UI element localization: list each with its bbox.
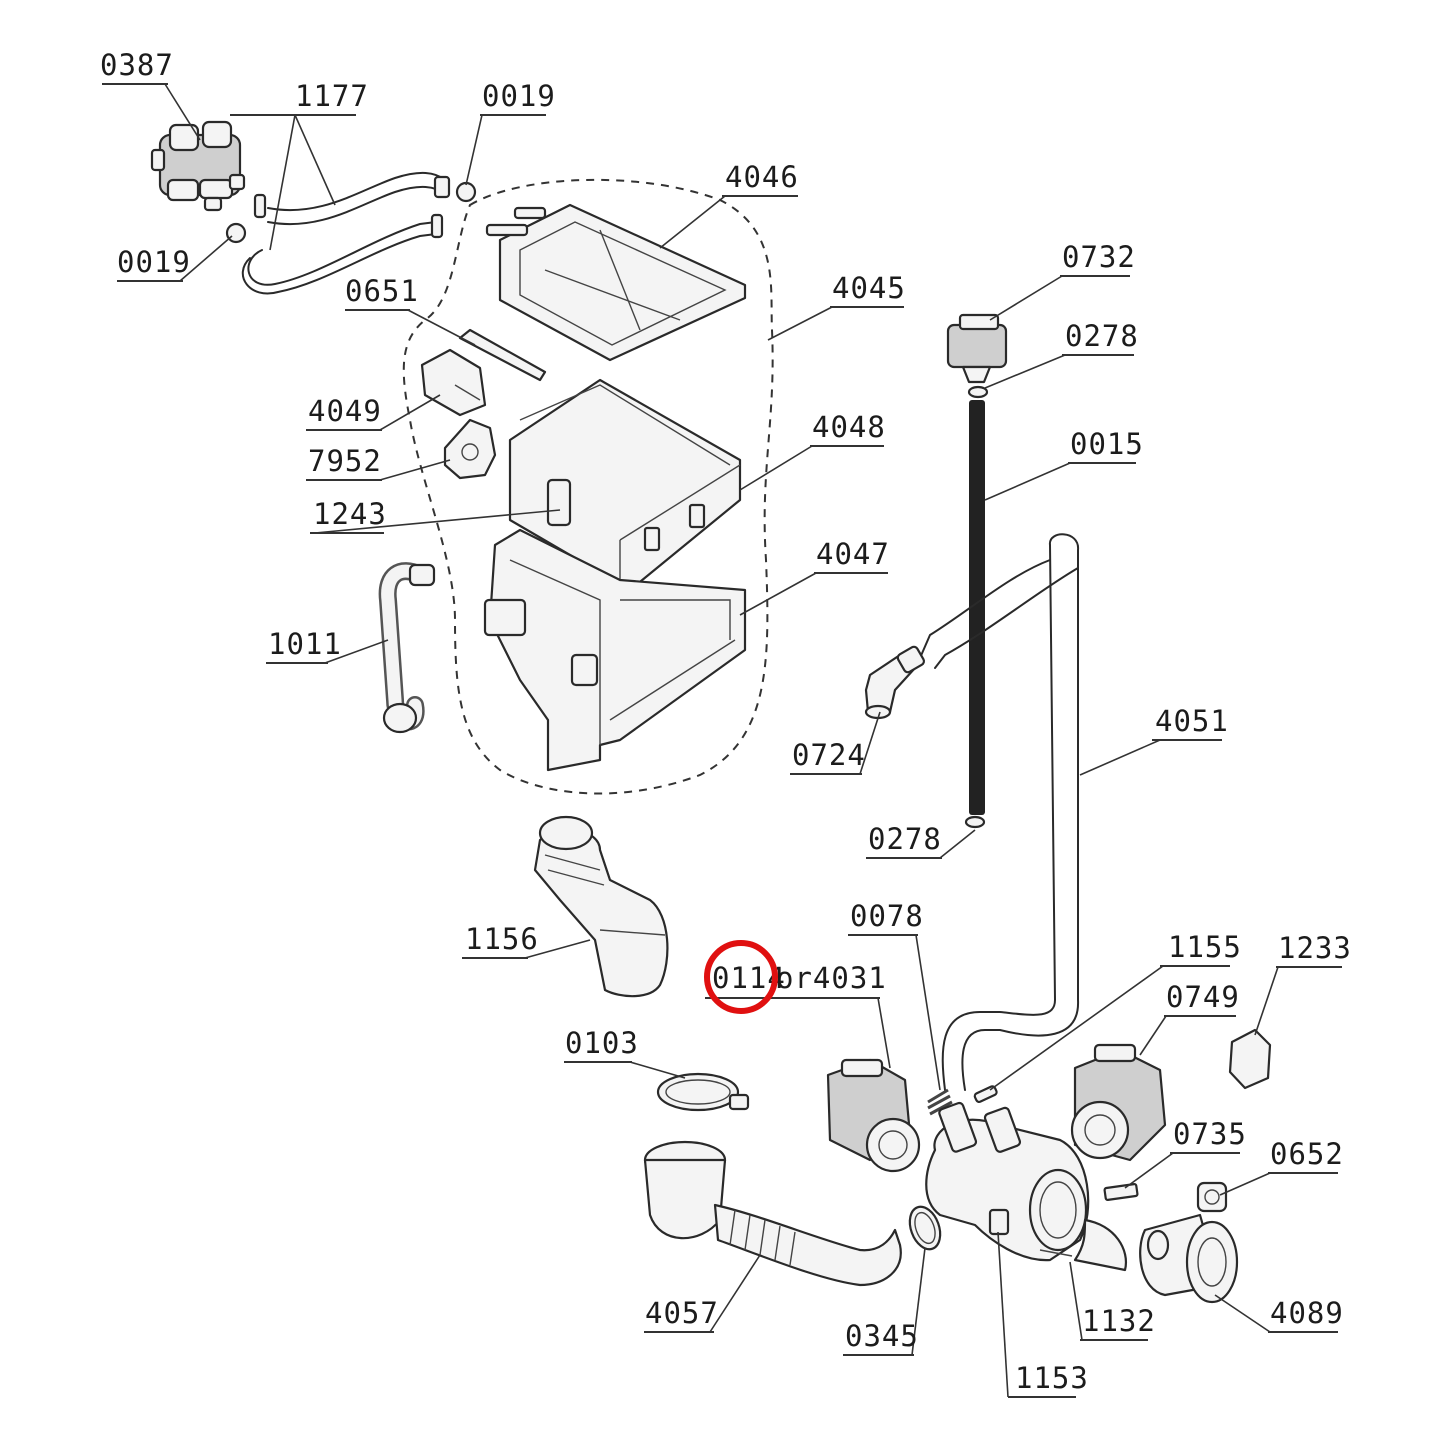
part-0103-hose-clamp <box>656 1072 750 1112</box>
part-4045-dispenser-assembly-outline <box>402 178 774 795</box>
label-4089: 4089 <box>1268 1296 1344 1333</box>
svg-text:0652: 0652 <box>1270 1137 1344 1171</box>
label-1132: 1132 <box>1080 1304 1156 1341</box>
label-4046: 4046 <box>722 160 799 197</box>
part-4047-dispenser-housing <box>483 528 747 772</box>
part-1155-pin <box>973 1085 998 1103</box>
svg-text:0724: 0724 <box>792 738 866 772</box>
part-1011-corrugated-hose <box>378 562 436 734</box>
svg-text:0019: 0019 <box>117 245 191 279</box>
part-4089-filter <box>1139 1213 1239 1304</box>
label-1177: 1177 <box>230 79 369 116</box>
label-0345: 0345 <box>843 1319 919 1356</box>
label-7952: 7952 <box>306 444 382 481</box>
label-0735: 0735 <box>1170 1117 1247 1154</box>
svg-text:4048: 4048 <box>812 410 886 444</box>
svg-text:1243: 1243 <box>313 497 387 531</box>
label-0019-left: 0019 <box>117 245 191 282</box>
svg-text:0103: 0103 <box>565 1026 639 1060</box>
part-0732-pressure-switch <box>946 313 1008 384</box>
part-4051-hose <box>919 533 1080 1091</box>
part-0735-block <box>1103 1182 1139 1202</box>
svg-text:4046: 4046 <box>725 160 799 194</box>
svg-text:7952: 7952 <box>308 444 382 478</box>
label-1011: 1011 <box>266 627 342 664</box>
part-1156-bellows-hose <box>533 815 669 998</box>
part-0278-clip-upper <box>967 385 989 399</box>
part-0114-drain-pump <box>826 1058 921 1173</box>
label-0724: 0724 <box>790 738 866 775</box>
part-0652-seal <box>1196 1181 1228 1213</box>
svg-text:4089: 4089 <box>1270 1296 1344 1330</box>
svg-text:4045: 4045 <box>832 271 906 305</box>
label-4045: 4045 <box>830 271 906 308</box>
part-1233-bracket <box>1228 1028 1272 1090</box>
label-0651: 0651 <box>345 274 419 311</box>
label-1243: 1243 <box>310 497 387 534</box>
label-0732: 0732 <box>1060 240 1136 277</box>
label-0387: 0387 <box>100 48 174 85</box>
label-0103: 0103 <box>564 1026 639 1063</box>
svg-text:or4031: or4031 <box>776 961 887 995</box>
svg-text:0019: 0019 <box>482 79 556 113</box>
svg-text:1156: 1156 <box>465 922 539 956</box>
part-0749-circulation-pump <box>1070 1043 1167 1162</box>
label-1153: 1153 <box>1008 1361 1089 1398</box>
part-0015-pressure-tube <box>969 400 985 815</box>
svg-text:0078: 0078 <box>850 899 924 933</box>
label-4051: 4051 <box>1152 704 1229 741</box>
svg-text:4051: 4051 <box>1155 704 1229 738</box>
svg-text:1132: 1132 <box>1082 1304 1156 1338</box>
part-4057-sump-hose <box>643 1140 902 1287</box>
label-0078: 0078 <box>848 899 924 936</box>
svg-text:0732: 0732 <box>1062 240 1136 274</box>
svg-text:4057: 4057 <box>645 1296 719 1330</box>
label-4049: 4049 <box>306 394 382 431</box>
svg-text:1153: 1153 <box>1015 1361 1089 1395</box>
label-0278-top: 0278 <box>1062 319 1139 356</box>
part-4048-dispenser-drawer <box>508 378 742 592</box>
part-1132-seal <box>1039 1218 1128 1272</box>
part-0345-clamp <box>908 1205 942 1251</box>
label-1156: 1156 <box>462 922 539 959</box>
label-0278-bottom: 0278 <box>866 822 942 859</box>
part-0387-inlet-valve <box>150 120 246 212</box>
svg-text:4047: 4047 <box>816 537 890 571</box>
label-4057: 4057 <box>644 1296 719 1333</box>
label-0015: 0015 <box>1068 427 1144 464</box>
label-0114-or-4031: 0114 or4031 <box>705 961 887 999</box>
part-4049-siphon <box>420 348 487 417</box>
svg-text:1177: 1177 <box>295 79 369 113</box>
svg-text:0749: 0749 <box>1166 980 1240 1014</box>
svg-text:0278: 0278 <box>1065 319 1139 353</box>
part-pump-housing <box>925 1101 1090 1262</box>
svg-text:1233: 1233 <box>1278 931 1352 965</box>
part-7952-clip <box>443 418 497 480</box>
label-1233: 1233 <box>1276 931 1352 968</box>
svg-text:1155: 1155 <box>1168 930 1242 964</box>
label-0652: 0652 <box>1268 1137 1344 1174</box>
part-0078-spring <box>927 1088 953 1116</box>
highlight-circle <box>704 940 778 1014</box>
svg-text:4049: 4049 <box>308 394 382 428</box>
label-4048: 4048 <box>810 410 886 447</box>
part-1177-hoses <box>225 172 477 295</box>
svg-text:0387: 0387 <box>100 48 174 82</box>
svg-text:0735: 0735 <box>1173 1117 1247 1151</box>
part-0278-clip-lower <box>964 815 986 829</box>
part-0724-elbow <box>864 645 926 720</box>
part-4046-dispenser-lid <box>485 203 747 362</box>
label-1155: 1155 <box>1160 930 1242 967</box>
part-0651-rod <box>458 328 547 382</box>
label-0019-top: 0019 <box>480 79 556 116</box>
svg-text:0345: 0345 <box>845 1319 919 1353</box>
label-4047: 4047 <box>814 537 890 574</box>
svg-text:1011: 1011 <box>268 627 342 661</box>
label-0749: 0749 <box>1164 980 1240 1017</box>
svg-text:0278: 0278 <box>868 822 942 856</box>
svg-text:0015: 0015 <box>1070 427 1144 461</box>
svg-text:0651: 0651 <box>345 274 419 308</box>
leader-lines <box>164 83 1279 1398</box>
